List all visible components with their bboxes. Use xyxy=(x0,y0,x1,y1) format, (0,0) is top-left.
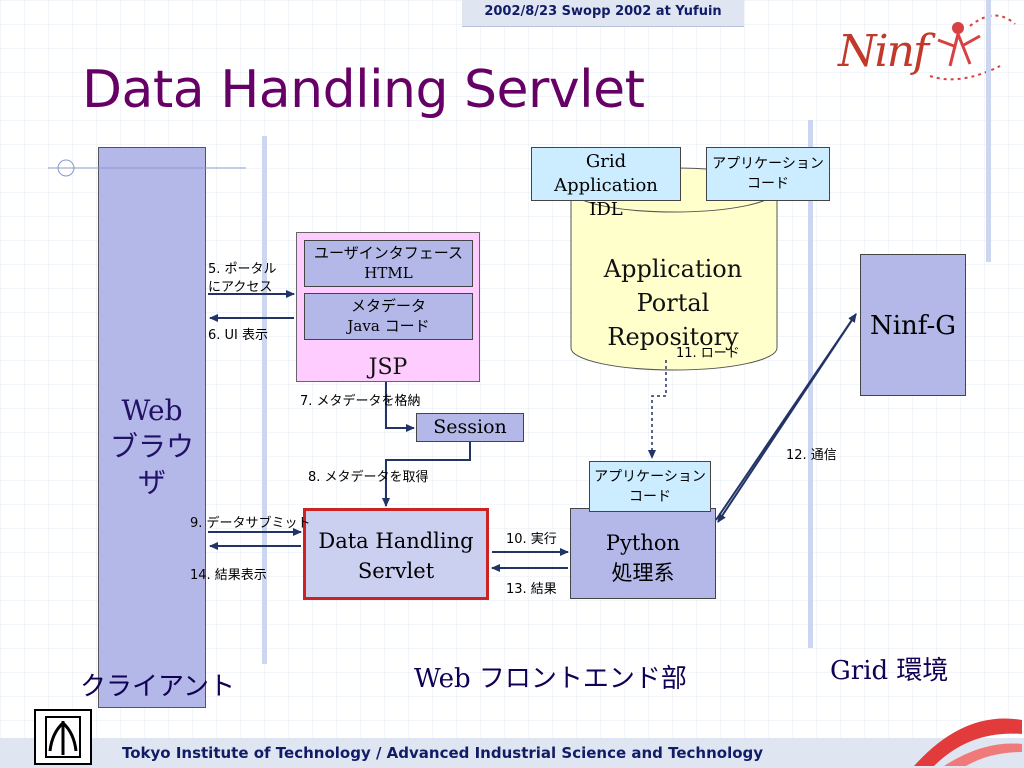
servlet-label-line1: Data Handling xyxy=(318,529,474,553)
python-app-code-line1: アプリケーション xyxy=(594,469,706,485)
repository-label-line2: Portal Repository xyxy=(607,289,739,351)
html-label: HTML xyxy=(364,264,413,282)
university-logo xyxy=(34,709,92,765)
web-browser-label: Web ブラウザ xyxy=(98,393,206,501)
header-text: 2002/8/23 Swopp 2002 at Yufuin xyxy=(484,4,722,19)
java-code-label: Java コード xyxy=(347,317,430,335)
python-label-line1: Python xyxy=(605,531,681,555)
repository-label: Application Portal Repository xyxy=(570,252,776,354)
step-14-label: 14. 結果表示 xyxy=(190,568,267,583)
grid-app-idl-line1: Grid Application xyxy=(554,151,658,196)
repository-app-code-line2: コード xyxy=(747,176,789,192)
python-box: Python 処理系 xyxy=(570,508,716,599)
header-band xyxy=(462,0,744,27)
footer-band xyxy=(0,738,1024,768)
step-8-label: 8. メタデータを取得 xyxy=(308,470,429,485)
user-interface-label: ユーザインタフェース xyxy=(314,244,463,262)
user-interface-html-box: ユーザインタフェース HTML xyxy=(304,240,473,287)
metadata-java-box: メタデータ Java コード xyxy=(304,293,473,340)
university-logo-icon xyxy=(45,716,81,758)
step-13-label: 13. 結果 xyxy=(506,582,557,597)
data-handling-servlet-box: Data Handling Servlet xyxy=(303,508,489,600)
web-browser-label-line1: Web xyxy=(121,394,183,427)
slide-title: Data Handling Servlet xyxy=(82,60,645,120)
zone-label-client: クライアント xyxy=(80,672,235,702)
step-12-label: 12. 通信 xyxy=(786,448,837,463)
footer-text: Tokyo Institute of Technology / Advanced… xyxy=(122,744,764,762)
zone-label-grid: Grid 環境 xyxy=(830,656,949,686)
step-5-label-line2: にアクセス xyxy=(208,280,273,295)
step-5-label-line1: 5. ポータル xyxy=(208,262,277,277)
step-7-label: 7. メタデータを格納 xyxy=(300,394,421,409)
session-box: Session xyxy=(416,413,524,442)
jsp-label: JSP xyxy=(368,355,408,380)
web-browser-label-line2: ブラウザ xyxy=(109,430,194,499)
web-browser-box xyxy=(98,147,206,708)
swoosh-logo-graphic xyxy=(914,718,1022,766)
metadata-label: メタデータ xyxy=(350,297,426,315)
repository-app-code-box: アプリケーション コード xyxy=(706,147,830,201)
repository-app-code-line1: アプリケーション xyxy=(712,156,824,172)
python-label-line2: 処理系 xyxy=(611,561,675,585)
repository-label-line1: Application xyxy=(603,255,743,283)
zone-divider-client xyxy=(262,136,267,664)
grid-app-idl-line2: IDL xyxy=(589,199,623,220)
step-11-label: 11. ロード xyxy=(676,346,740,361)
zone-label-frontend: Web フロントエンド部 xyxy=(414,664,687,694)
ninf-logo-graphic xyxy=(929,14,1016,81)
zone-divider-right xyxy=(986,0,991,262)
servlet-label-line2: Servlet xyxy=(357,559,435,583)
python-app-code-line2: コード xyxy=(629,489,671,505)
ninf-logo-text: Ninf xyxy=(838,26,929,77)
ninf-g-box: Ninf-G xyxy=(860,254,966,396)
step-9-label: 9. データサブミット xyxy=(190,516,311,531)
step-10-label: 10. 実行 xyxy=(506,532,557,547)
python-app-code-box: アプリケーション コード xyxy=(589,461,711,512)
step-6-label: 6. UI 表示 xyxy=(208,328,269,343)
grid-application-idl-box: Grid Application IDL xyxy=(531,147,681,220)
